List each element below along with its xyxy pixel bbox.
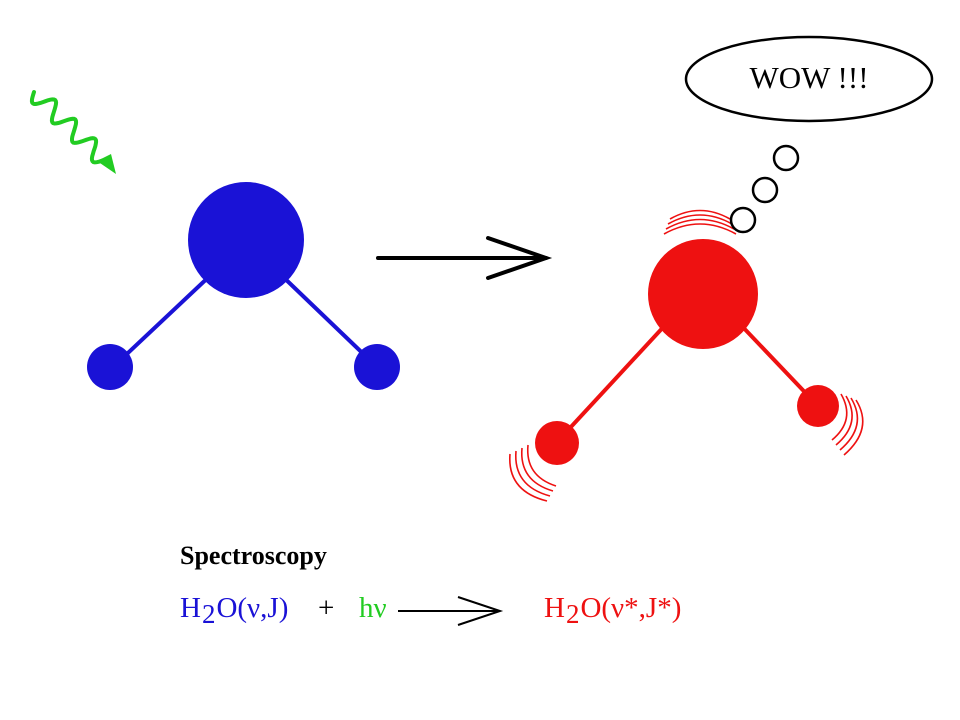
ground-hydrogen-atom-left (87, 344, 133, 390)
reactant-formula: H2O(ν,J) (180, 588, 289, 629)
excited-state-molecule (509, 209, 864, 502)
excited-hydrogen-atom-left (535, 421, 579, 465)
product-formula: H2O(ν*,J*) (544, 588, 682, 629)
product-symbol: H (544, 592, 565, 624)
section-title: Spectroscopy (180, 541, 327, 570)
ground-oxygen-atom (188, 182, 304, 298)
transition-arrow-icon (376, 236, 553, 280)
photon-icon (29, 90, 116, 174)
thought-bubble-cloud (684, 35, 934, 123)
product-state: O(ν*,J*) (580, 592, 682, 624)
photon-symbol: hν (359, 592, 387, 624)
ground-bond-left (111, 270, 216, 369)
ground-state-molecule (87, 182, 400, 390)
excited-bond-left (555, 320, 670, 444)
thought-bubble (684, 35, 934, 234)
plus-sign: + (318, 592, 335, 624)
product-subscript: 2 (565, 599, 580, 629)
reactant-state: O(ν,J) (216, 592, 289, 624)
excited-oxygen-atom (648, 239, 758, 349)
ground-hydrogen-atom-right (354, 344, 400, 390)
excited-hydrogen-atom-right (797, 385, 839, 427)
thought-bubble-dot (751, 176, 779, 204)
thought-bubble-dot (772, 144, 800, 172)
thought-bubble-text: WOW !!! (749, 60, 869, 95)
reactant-symbol: H (180, 592, 201, 624)
vibration-lines-icon (509, 209, 864, 502)
reactant-subscript: 2 (201, 599, 216, 629)
thought-bubble-dot (729, 206, 757, 234)
equation-arrow-icon (398, 596, 504, 626)
